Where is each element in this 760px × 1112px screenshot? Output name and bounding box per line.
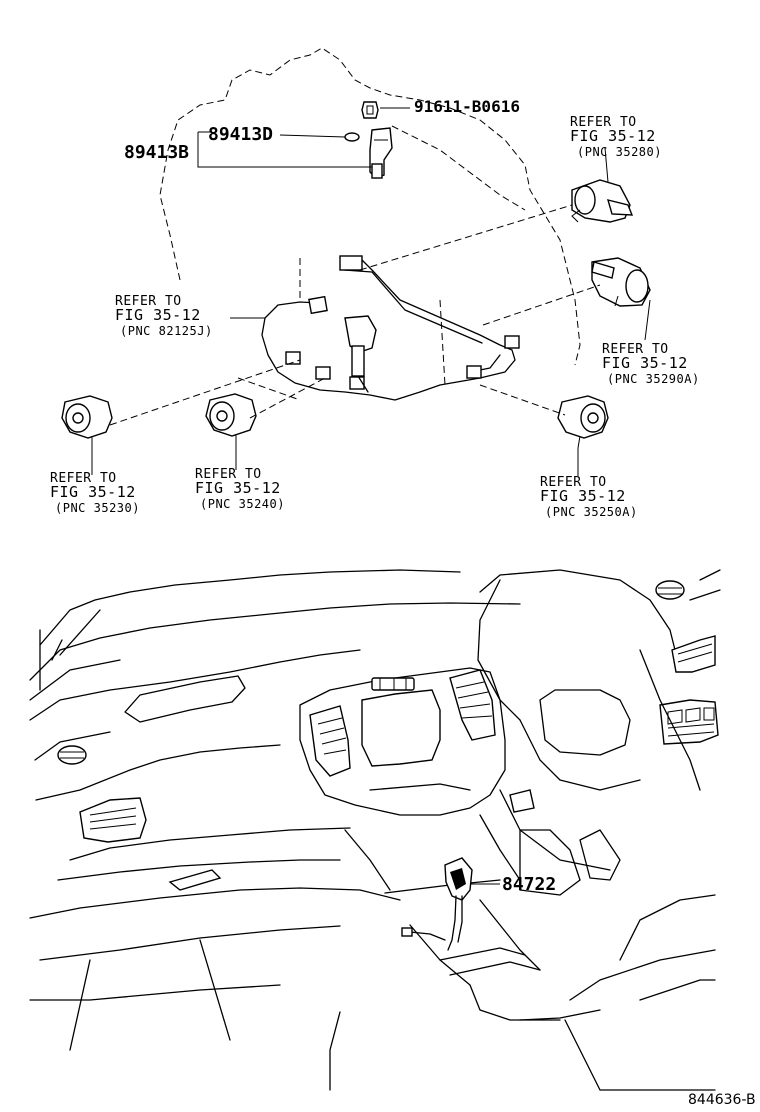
svg-text:FIG 35-12: FIG 35-12 <box>570 127 656 145</box>
part-number-89413b[interactable]: 89413B <box>124 142 189 163</box>
solenoid-35230-icon <box>61 395 113 450</box>
svg-text:REFER TO: REFER TO <box>602 342 669 357</box>
bolt-icon <box>361 101 379 119</box>
svg-text:(PNC 82125J): (PNC 82125J) <box>120 324 213 338</box>
part-number-89413d[interactable]: 89413D <box>208 124 273 145</box>
svg-text:REFER TO: REFER TO <box>540 475 607 490</box>
wire-harness-icon <box>261 255 520 401</box>
ref-label-82125j[interactable]: REFER TO FIG 35-12 (PNC 82125J) <box>115 294 213 338</box>
ref-label-35290a[interactable]: REFER TO FIG 35-12 (PNC 35290A) <box>602 342 700 386</box>
solenoid-35250a-icon <box>557 395 609 449</box>
solenoid-35240-icon <box>205 393 257 446</box>
ref-label-35280[interactable]: REFER TO FIG 35-12 (PNC 35280) <box>570 115 662 159</box>
svg-text:FIG 35-12: FIG 35-12 <box>195 479 281 497</box>
svg-text:FIG 35-12: FIG 35-12 <box>540 487 626 505</box>
solenoid-35280-icon <box>571 179 634 223</box>
svg-text:REFER TO: REFER TO <box>50 471 117 486</box>
solenoid-35290a-icon <box>591 257 651 307</box>
svg-text:(PNC 35280): (PNC 35280) <box>577 145 662 159</box>
svg-text:(PNC 35290A): (PNC 35290A) <box>607 372 700 386</box>
figure-code: 844636-B <box>688 1092 756 1108</box>
svg-text:(PNC 35250A): (PNC 35250A) <box>545 505 638 519</box>
transmission-outline <box>159 47 581 401</box>
svg-text:(PNC 35240): (PNC 35240) <box>200 497 285 511</box>
svg-text:REFER TO: REFER TO <box>115 294 182 309</box>
svg-text:REFER TO: REFER TO <box>570 115 637 130</box>
svg-text:REFER TO: REFER TO <box>195 467 262 482</box>
svg-text:(PNC 35230): (PNC 35230) <box>55 501 140 515</box>
speed-sensor-icon <box>369 127 393 179</box>
ref-label-35230[interactable]: REFER TO FIG 35-12 (PNC 35230) <box>50 471 140 515</box>
ref-label-35240[interactable]: REFER TO FIG 35-12 (PNC 35240) <box>195 467 285 511</box>
svg-text:FIG 35-12: FIG 35-12 <box>50 483 136 501</box>
part-number-84722[interactable]: 84722 <box>502 874 556 895</box>
o-ring-icon <box>344 132 360 142</box>
ref-label-35250a[interactable]: REFER TO FIG 35-12 (PNC 35250A) <box>540 475 638 519</box>
part-number-bolt[interactable]: 91611-B0616 <box>414 97 520 116</box>
svg-text:FIG 35-12: FIG 35-12 <box>115 306 201 324</box>
dashboard-outline <box>29 569 721 1091</box>
svg-text:FIG 35-12: FIG 35-12 <box>602 354 688 372</box>
